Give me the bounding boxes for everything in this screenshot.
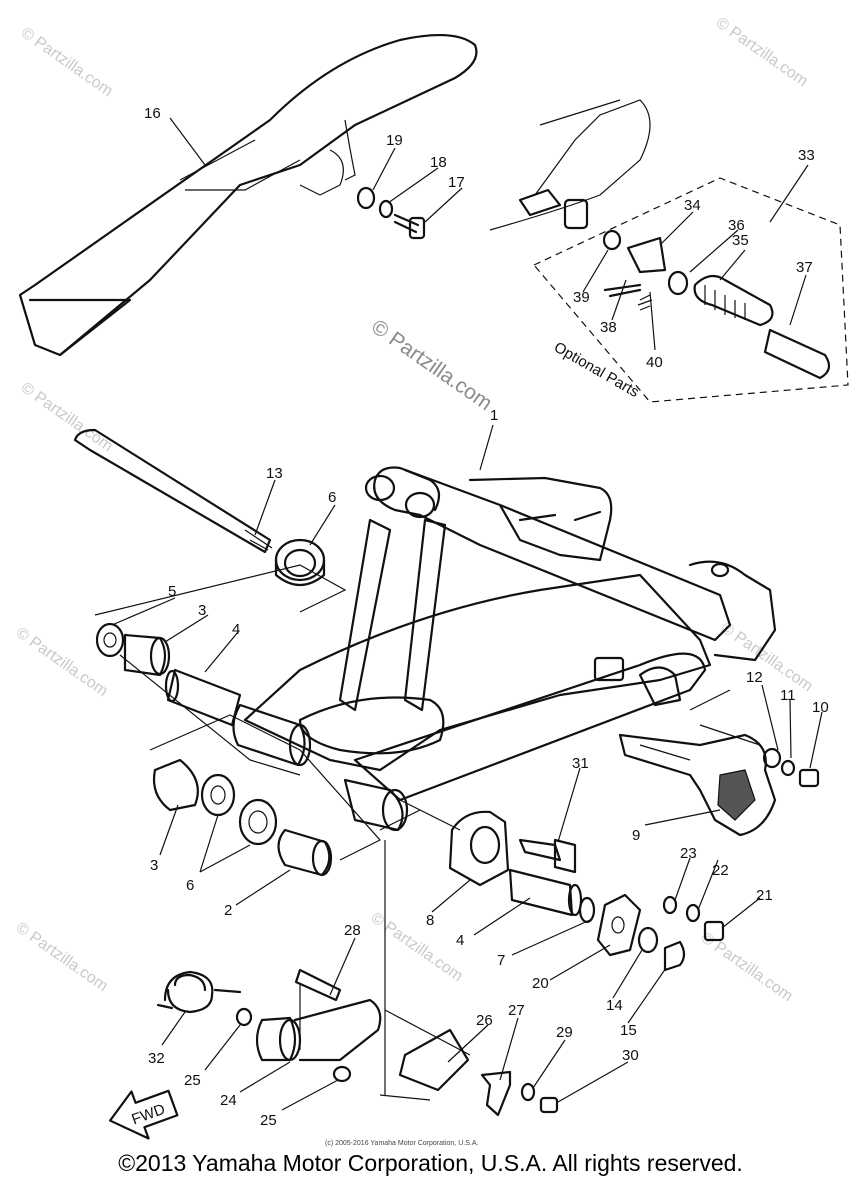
callout-25: 25 xyxy=(260,1112,277,1129)
optional-parts-label: Optional Parts xyxy=(551,339,642,401)
callout-22: 22 xyxy=(712,862,729,879)
callout-28: 28 xyxy=(344,922,361,939)
watermark-main: © Partzilla.com xyxy=(367,315,496,415)
watermark-text: © Partzilla.com xyxy=(18,24,116,100)
callout-6: 6 xyxy=(328,489,336,506)
callout-16: 16 xyxy=(144,105,161,122)
callout-15: 15 xyxy=(620,1022,637,1039)
guide-line xyxy=(379,799,461,831)
spring-32 xyxy=(156,970,242,1014)
small-credit: (c) 2005-2016 Yamaha Motor Corporation, … xyxy=(325,1140,478,1147)
plate-26 xyxy=(398,1028,470,1092)
callout-10: 10 xyxy=(812,699,829,716)
bracket-27 xyxy=(480,1070,559,1117)
callout-34: 34 xyxy=(684,197,701,214)
callout-25: 25 xyxy=(184,1072,201,1089)
swingarm-1 xyxy=(243,466,777,802)
callout-24: 24 xyxy=(220,1092,237,1109)
callout-4: 4 xyxy=(232,621,240,638)
callout-40: 40 xyxy=(646,354,663,371)
fwd-label: FWD xyxy=(129,1101,167,1129)
callout-35: 35 xyxy=(732,232,749,249)
callout-4: 4 xyxy=(456,932,464,949)
copyright-footer: ©2013 Yamaha Motor Corporation, U.S.A. A… xyxy=(118,1150,743,1176)
callout-2: 2 xyxy=(224,902,232,919)
guide-line xyxy=(299,840,471,1101)
watermark-text: © Partzilla.com xyxy=(713,14,811,90)
bushing-group-upper xyxy=(95,622,312,767)
callout-30: 30 xyxy=(622,1047,639,1064)
callout-39: 39 xyxy=(573,289,590,306)
guide-line xyxy=(94,564,347,616)
callout-6: 6 xyxy=(186,877,194,894)
callout-20: 20 xyxy=(532,975,549,992)
callout-32: 32 xyxy=(148,1050,165,1067)
leader-lines xyxy=(111,117,823,1111)
callout-13: 13 xyxy=(266,465,283,482)
bushing-group-lower xyxy=(152,758,333,877)
callout-1: 1 xyxy=(490,407,498,424)
callout-33: 33 xyxy=(798,147,815,164)
callout-29: 29 xyxy=(556,1024,573,1041)
watermark-text: © Partzilla.com xyxy=(368,909,466,985)
watermark-text: © Partzilla.com xyxy=(13,624,111,700)
callout-7: 7 xyxy=(497,952,505,969)
bearing-6-top xyxy=(274,538,326,587)
pivot-bolt-31 xyxy=(518,838,577,874)
callout-17: 17 xyxy=(448,174,465,191)
callout-8: 8 xyxy=(426,912,434,929)
axle-13 xyxy=(73,428,273,554)
optional-parts-group xyxy=(489,99,849,403)
watermark-text: © Partzilla.com xyxy=(13,919,111,995)
callout-27: 27 xyxy=(508,1002,525,1019)
callout-3: 3 xyxy=(150,857,158,874)
callout-11: 11 xyxy=(780,687,796,704)
callout-37: 37 xyxy=(796,259,813,276)
callout-5: 5 xyxy=(168,583,176,600)
guide-line xyxy=(689,689,761,746)
callout-labels: 1 2 3 3 3 4 4 4 5 6 6 7 8 9 10 11 12 13 … xyxy=(144,105,829,1129)
callout-18: 18 xyxy=(430,154,447,171)
footrest-bracket-9 xyxy=(618,733,820,837)
callout-9: 9 xyxy=(632,827,640,844)
watermark-text: © Partzilla.com xyxy=(18,379,116,455)
brake-arm-24 xyxy=(235,968,382,1083)
callout-36: 36 xyxy=(728,217,745,234)
callout-3: 3 xyxy=(198,602,206,619)
callout-38: 38 xyxy=(600,319,617,336)
callout-21: 21 xyxy=(756,887,773,904)
callout-23: 23 xyxy=(680,845,697,862)
guide-line xyxy=(119,654,301,776)
guide-line xyxy=(149,714,381,861)
callout-12: 12 xyxy=(746,669,763,686)
callout-14: 14 xyxy=(606,997,623,1014)
chain-case-16 xyxy=(18,33,478,357)
callout-31: 31 xyxy=(572,755,589,772)
bolt-washer-group xyxy=(356,186,426,240)
callout-26: 26 xyxy=(476,1012,493,1029)
fwd-arrow: FWD xyxy=(108,1089,179,1140)
callout-19: 19 xyxy=(386,132,403,149)
